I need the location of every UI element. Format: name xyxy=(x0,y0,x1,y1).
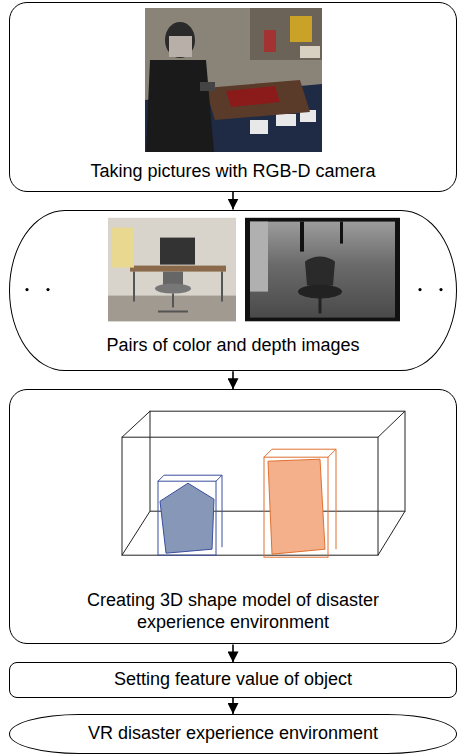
image-pair xyxy=(25,218,442,322)
process-box: Setting feature value of object xyxy=(9,662,457,698)
image-pair-part-part xyxy=(158,311,188,313)
shape-model-part xyxy=(122,411,150,437)
image-pair-part-part xyxy=(298,285,342,299)
camera-photo-part-part xyxy=(146,60,214,152)
camera-photo xyxy=(145,8,322,152)
image-pair-part-part xyxy=(112,228,134,268)
shape-model-part xyxy=(268,459,325,554)
process-box: Creating 3D shape model of disaster expe… xyxy=(9,389,457,644)
shape-model-part xyxy=(122,437,378,555)
image-pair-part-part xyxy=(250,222,268,292)
shape-model-part xyxy=(160,483,214,553)
flow-arrow xyxy=(232,698,234,714)
camera-photo-part-part xyxy=(300,46,320,58)
shape-model-part xyxy=(122,511,150,555)
shape-model-part xyxy=(328,449,336,457)
camera-photo-part-part xyxy=(145,8,322,152)
image-pair-part xyxy=(245,218,400,322)
shape-model-part xyxy=(378,411,405,437)
image-pair-part-part xyxy=(300,222,304,252)
process-box: VR disaster experience environment xyxy=(9,714,457,754)
image-pair-part-part xyxy=(250,222,395,318)
camera-photo-part-part xyxy=(205,80,310,120)
shape-model-part xyxy=(158,475,164,481)
box-label: VR disaster experience environment xyxy=(23,723,443,745)
camera-photo-part-part xyxy=(165,22,195,58)
box-label: Creating 3D shape model of disaster expe… xyxy=(83,590,383,633)
shape-model-part xyxy=(164,475,222,476)
camera-photo-part-part xyxy=(264,30,276,52)
shape-model-part xyxy=(264,457,328,557)
box-label: Setting feature value of object xyxy=(13,669,453,691)
shape-model-part xyxy=(216,475,222,481)
shape-model-part xyxy=(378,511,405,555)
process-box: Pairs of color and depth images xyxy=(9,210,457,372)
camera-photo-part xyxy=(145,8,322,152)
shape-model-part xyxy=(336,449,337,549)
shape-model-part xyxy=(272,449,336,450)
shape-model-part xyxy=(264,449,272,457)
flow-arrow xyxy=(232,371,234,389)
image-pair-part xyxy=(46,288,49,291)
image-pair-part-part xyxy=(305,257,335,286)
image-pair-part-part xyxy=(172,294,174,308)
image-pair-part xyxy=(108,218,236,322)
image-pair-part-part xyxy=(130,266,226,272)
camera-photo-part-part xyxy=(169,36,192,57)
flow-arrow xyxy=(232,644,234,662)
box-label: Pairs of color and depth images xyxy=(23,335,443,357)
camera-photo-part-part xyxy=(250,120,268,134)
image-pair-part xyxy=(25,288,28,291)
shape-model-part xyxy=(222,475,223,547)
process-box: Taking pictures with RGB-D camera xyxy=(9,2,457,192)
box-label: Taking pictures with RGB-D camera xyxy=(13,161,453,183)
image-pair-part-part xyxy=(245,218,400,322)
camera-photo-part-part xyxy=(276,114,296,126)
image-pair-part-part xyxy=(108,218,236,322)
camera-photo-part-part xyxy=(290,16,312,42)
flow-arrow xyxy=(232,192,234,210)
shape-model-part xyxy=(158,481,216,555)
camera-photo-part-part xyxy=(250,8,322,60)
image-pair-part-part xyxy=(319,298,322,314)
image-pair-part-part xyxy=(340,222,343,244)
image-pair-part xyxy=(418,288,421,291)
shape-model xyxy=(122,411,405,557)
camera-photo-part-part xyxy=(200,82,215,91)
image-pair-part-part xyxy=(221,272,223,302)
camera-photo-part-part xyxy=(226,86,280,107)
image-pair-part-part xyxy=(133,272,135,302)
image-pair-part xyxy=(439,288,442,291)
image-pair-part-part xyxy=(160,238,195,265)
image-pair-part-part xyxy=(155,284,191,294)
connector-layer xyxy=(233,192,234,714)
